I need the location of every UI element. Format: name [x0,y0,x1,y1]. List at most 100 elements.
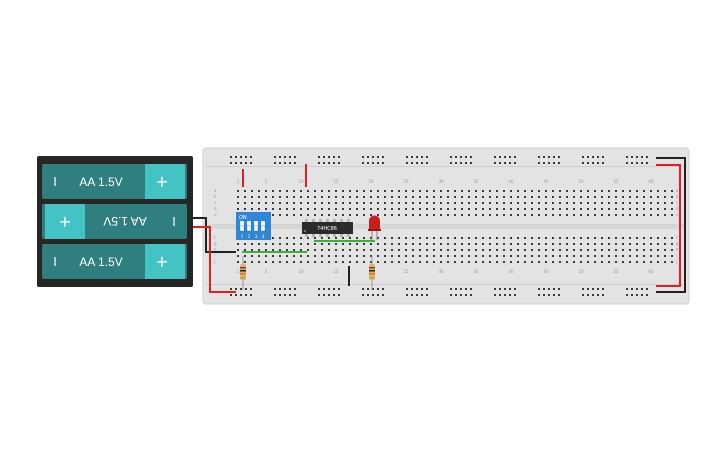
strip-hole [419,261,421,263]
strip-hole [279,243,281,245]
battery-cell-label: AA 1.5V [103,214,146,228]
strip-hole [538,255,540,257]
strip-hole [636,261,638,263]
strip-hole [615,261,617,263]
strip-hole [433,214,435,216]
strip-hole [552,214,554,216]
rail-hole [626,162,628,164]
rail-hole [499,288,501,290]
rail-hole [382,162,384,164]
rail-hole [558,162,560,164]
strip-hole [300,202,302,204]
strip-hole [524,202,526,204]
rail-hole [582,294,584,296]
strip-hole [300,214,302,216]
column-number: 30 [438,179,444,184]
rail-red-jumper[interactable] [656,164,681,287]
rail-hole [514,156,516,158]
strip-hole [335,255,337,257]
rail-hole [426,294,428,296]
rail-hole [641,288,643,290]
strip-hole [545,243,547,245]
strip-hole [440,214,442,216]
strip-hole [622,255,624,257]
strip-hole [286,237,288,239]
strip-hole [468,196,470,198]
rail-hole [470,294,472,296]
rail-hole [636,156,638,158]
battery-red-wire[interactable] [193,226,236,293]
strip-hole [419,208,421,210]
rail-black-jumper[interactable] [656,157,686,293]
strip-hole [657,202,659,204]
strip-hole [552,261,554,263]
ic-chip[interactable]: 74HC86 [302,219,353,237]
strip-hole [363,243,365,245]
strip-hole [419,243,421,245]
strip-hole [475,214,477,216]
strip-hole [328,202,330,204]
rail-hole [631,156,633,158]
rail-hole [465,162,467,164]
strip-hole [356,249,358,251]
strip-hole [608,243,610,245]
strip-hole [391,214,393,216]
rail-hole [372,156,374,158]
strip-hole [237,196,239,198]
rail-hole [289,288,291,290]
strip-hole [237,208,239,210]
rail-hole [274,294,276,296]
strip-hole [370,208,372,210]
strip-hole [517,202,519,204]
strip-hole [258,196,260,198]
resistor-2-band [369,277,375,279]
rail-hole [377,156,379,158]
strip-hole [433,255,435,257]
strip-hole [503,261,505,263]
strip-hole [629,214,631,216]
resistor-1[interactable] [240,256,246,290]
rail-hole [543,294,545,296]
led[interactable] [368,215,381,240]
rail-hole [382,156,384,158]
strip-hole [244,255,246,257]
strip-hole [496,190,498,192]
strip-hole [524,196,526,198]
strip-hole [489,190,491,192]
resistor-2[interactable] [369,256,375,290]
strip-hole [538,214,540,216]
strip-hole [636,255,638,257]
strip-hole [517,190,519,192]
rail-hole [245,156,247,158]
strip-hole [321,249,323,251]
strip-hole [482,249,484,251]
strip-hole [412,249,414,251]
strip-hole [629,196,631,198]
strip-hole [314,237,316,239]
center-channel [208,224,684,229]
strip-hole [566,243,568,245]
strip-hole [482,243,484,245]
strip-hole [573,249,575,251]
battery-black-wire[interactable] [193,217,236,253]
rail-hole [494,288,496,290]
strip-hole [307,237,309,239]
row-letter: h [676,247,679,252]
rail-hole [587,294,589,296]
strip-hole [251,202,253,204]
rail-hole [450,294,452,296]
strip-hole [272,237,274,239]
strip-hole [461,249,463,251]
strip-hole [237,255,239,257]
row-letter: e [676,212,679,217]
strip-hole [650,190,652,192]
strip-hole [475,243,477,245]
column-number: 40 [508,179,514,184]
strip-hole [307,196,309,198]
strip-hole [286,208,288,210]
row-letter: b [214,194,217,199]
rail-hole [240,294,242,296]
